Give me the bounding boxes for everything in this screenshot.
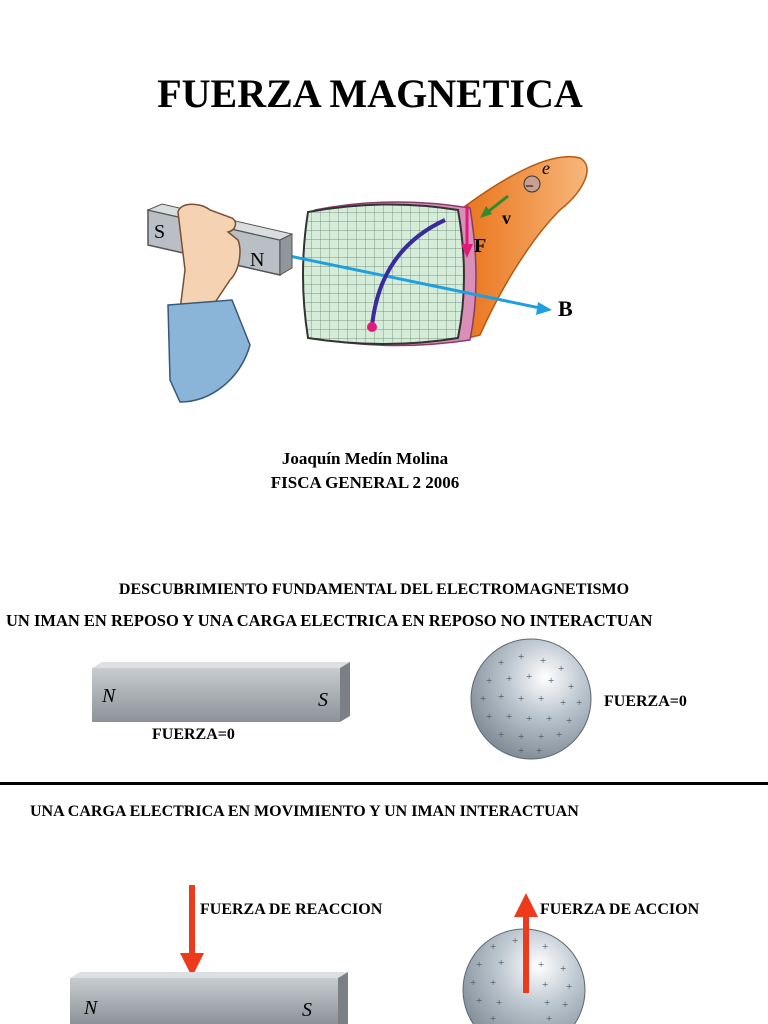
svg-text:+: + [526,713,532,725]
action-arrow [514,893,538,993]
svg-text:+: + [498,657,504,669]
magnet-force-label: FUERZA=0 [152,726,235,743]
svg-text:+: + [476,995,482,1007]
magnet-south-label: S [154,221,165,243]
svg-text:+: + [480,693,486,705]
svg-text:+: + [518,745,524,757]
svg-text:+: + [498,691,504,703]
plus-signs: +++ ++++ ++++ ++++ ++ [470,935,572,1024]
svg-text:+: + [542,979,548,991]
svg-text:+: + [558,663,564,675]
field-label: B [558,296,573,321]
svg-text:+: + [526,671,532,683]
magnet-south-label: S [318,689,328,711]
svg-text:+: + [512,935,518,947]
svg-text:+: + [576,697,582,709]
svg-text:+: + [470,977,476,989]
author-block: Joaquín Medín Molina FISCA GENERAL 2 200… [0,447,730,495]
charged-sphere-rest: ++++ +++++ ++++++ +++++ ++++ ++ [470,638,592,760]
section1-subheading: UN IMAN EN REPOSO Y UNA CARGA ELECTRICA … [6,611,653,630]
magnet-north-label: N [101,685,117,707]
svg-text:+: + [476,959,482,971]
page-title: FUERZA MAGNETICA [157,71,583,116]
svg-text:+: + [542,941,548,953]
svg-text:+: + [568,681,574,693]
svg-text:+: + [496,997,502,1009]
svg-text:+: + [498,957,504,969]
svg-text:+: + [486,711,492,723]
svg-text:+: + [538,731,544,743]
svg-text:+: + [546,1013,552,1024]
svg-text:+: + [486,675,492,687]
electron-path [370,218,446,327]
author-course: FISCA GENERAL 2 2006 [270,473,460,492]
svg-text:+: + [490,941,496,953]
svg-text:+: + [566,715,572,727]
svg-text:+: + [540,655,546,667]
reaction-force-label: FUERZA DE REACCION [200,901,383,918]
author-name: Joaquín Medín Molina [281,449,449,468]
electron-icon [523,175,541,193]
field-arrowhead [536,302,552,315]
svg-text:+: + [518,693,524,705]
svg-text:–: – [525,178,534,193]
svg-text:+: + [544,997,550,1009]
magnet-south-label: S [302,999,312,1021]
crt-magnet-illustration: B F v – e S N [146,156,588,403]
svg-text:+: + [546,713,552,725]
svg-text:+: + [548,675,554,687]
svg-text:+: + [538,693,544,705]
field-line-b [269,250,541,310]
svg-text:+: + [538,959,544,971]
bar-magnet-moving: N S [70,972,348,1024]
svg-text:+: + [566,981,572,993]
magnet-north-label: N [83,997,99,1019]
svg-text:+: + [518,651,524,663]
svg-text:+: + [506,711,512,723]
reaction-arrow [180,885,204,977]
force-label: F [474,235,486,257]
svg-text:+: + [562,999,568,1011]
velocity-label: v [502,208,511,228]
svg-text:+: + [506,673,512,685]
sleeve [167,299,251,403]
electron-impact [367,322,377,332]
svg-text:+: + [560,697,566,709]
action-force-label: FUERZA DE ACCION [540,901,700,918]
svg-text:+: + [490,977,496,989]
svg-text:+: + [560,963,566,975]
plus-signs: ++++ +++++ ++++++ +++++ ++++ ++ [480,651,582,757]
magnet-north-label: N [250,249,264,271]
section-divider [0,782,768,785]
svg-text:+: + [518,731,524,743]
electron-label: e [542,158,550,178]
charge-force-label: FUERZA=0 [604,693,687,710]
svg-text:+: + [498,729,504,741]
section1-heading: DESCUBRIMIENTO FUNDAMENTAL DEL ELECTROMA… [118,581,630,598]
hand-icon [177,203,241,311]
section2-heading: UNA CARGA ELECTRICA EN MOVIMIENTO Y UN I… [30,803,579,820]
svg-text:+: + [556,729,562,741]
svg-text:+: + [490,1013,496,1024]
bar-magnet-rest: N S [92,662,350,722]
svg-text:+: + [536,745,542,757]
crt-neck [459,156,588,341]
